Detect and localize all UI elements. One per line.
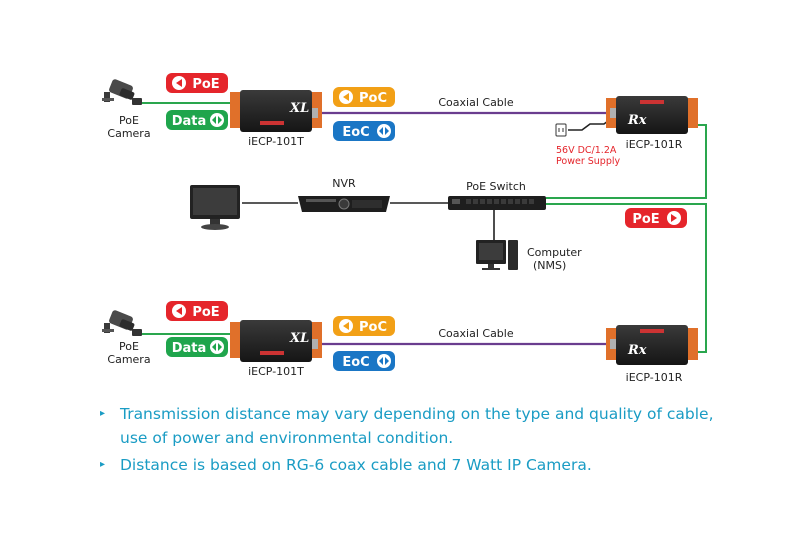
power-supply-cable <box>568 117 613 131</box>
poe-camera-label-bottom-line2: Camera <box>107 353 150 366</box>
svg-text:XL: XL <box>289 101 309 116</box>
svg-text:Data: Data <box>172 341 207 356</box>
nvr-device <box>298 196 390 212</box>
poe-pill-bottom-left: PoE <box>166 301 228 321</box>
svg-text:PoC: PoC <box>359 320 387 335</box>
note-text: Transmission distance may vary depending… <box>120 405 714 447</box>
poc-pill-bottom: PoC <box>333 316 395 336</box>
svg-text:EoC: EoC <box>342 125 369 140</box>
power-plug-icon <box>555 123 567 137</box>
svg-text:PoE: PoE <box>632 212 659 227</box>
poe-camera-label-top-line1: PoE <box>119 114 139 127</box>
receiver-label-top: iECP-101R <box>626 138 683 151</box>
receiver-device-bottom: Rx <box>606 325 698 365</box>
arrow-left-icon <box>343 322 349 330</box>
eoc-pill-bottom: EoC <box>333 351 395 371</box>
poe-switch-label: PoE Switch <box>466 180 526 193</box>
svg-text:PoE: PoE <box>192 77 219 92</box>
arrow-both-icon <box>212 116 222 124</box>
arrow-left-icon <box>343 93 349 101</box>
monitor-icon <box>190 185 240 230</box>
arrow-right-icon <box>671 214 677 222</box>
bullet-triangle-icon: ▸ <box>100 459 106 470</box>
arrow-both-icon <box>379 127 389 135</box>
transmitter-label-top: iECP-101T <box>248 135 304 148</box>
transmitter-device-top: XL <box>230 90 322 132</box>
transmitter-device-bottom: XL <box>230 320 322 362</box>
transmitter-label-bottom: iECP-101T <box>248 365 304 378</box>
svg-text:EoC: EoC <box>342 355 369 370</box>
arrow-both-icon <box>379 357 389 365</box>
note-item: ▸ Distance is based on RG-6 coax cable a… <box>100 453 740 477</box>
svg-text:PoE: PoE <box>192 305 219 320</box>
notes-list: ▸ Transmission distance may vary dependi… <box>100 402 740 480</box>
note-item: ▸ Transmission distance may vary dependi… <box>100 402 740 450</box>
arrow-both-icon <box>212 343 222 351</box>
poe-camera-label-bottom-line1: PoE <box>119 340 139 353</box>
poc-pill-top: PoC <box>333 87 395 107</box>
poe-switch-device <box>448 196 546 210</box>
data-pill-bottom: Data <box>166 337 228 357</box>
svg-text:XL: XL <box>289 331 309 346</box>
computer-label-line2: (NMS) <box>533 259 566 272</box>
poe-pill-right: PoE <box>625 208 687 228</box>
svg-text:Rx: Rx <box>627 113 647 128</box>
receiver-device-top: Rx <box>606 96 698 134</box>
computer-label-line1: Computer <box>527 246 582 259</box>
computer-icon <box>476 240 518 270</box>
nvr-label: NVR <box>332 177 356 190</box>
note-text: Distance is based on RG-6 coax cable and… <box>120 456 592 474</box>
power-supply-label-line1: 56V DC/1.2A <box>556 145 617 156</box>
arrow-left-icon <box>176 79 182 87</box>
bullet-triangle-icon: ▸ <box>100 408 106 419</box>
coaxial-cable-label-top: Coaxial Cable <box>438 96 513 109</box>
arrow-left-icon <box>176 307 182 315</box>
poe-camera-label-top-line2: Camera <box>107 127 150 140</box>
receiver-label-bottom: iECP-101R <box>626 371 683 384</box>
power-supply-label-line2: Power Supply <box>556 156 620 167</box>
svg-text:Data: Data <box>172 114 207 129</box>
svg-text:Rx: Rx <box>627 343 647 358</box>
eoc-pill-top: EoC <box>333 121 395 141</box>
poe-pill-top-left: PoE <box>166 73 228 93</box>
coaxial-cable-label-bottom: Coaxial Cable <box>438 327 513 340</box>
data-pill-top: Data <box>166 110 228 130</box>
svg-text:PoC: PoC <box>359 91 387 106</box>
camera-icon-top <box>102 79 142 105</box>
camera-icon-bottom <box>102 310 142 336</box>
